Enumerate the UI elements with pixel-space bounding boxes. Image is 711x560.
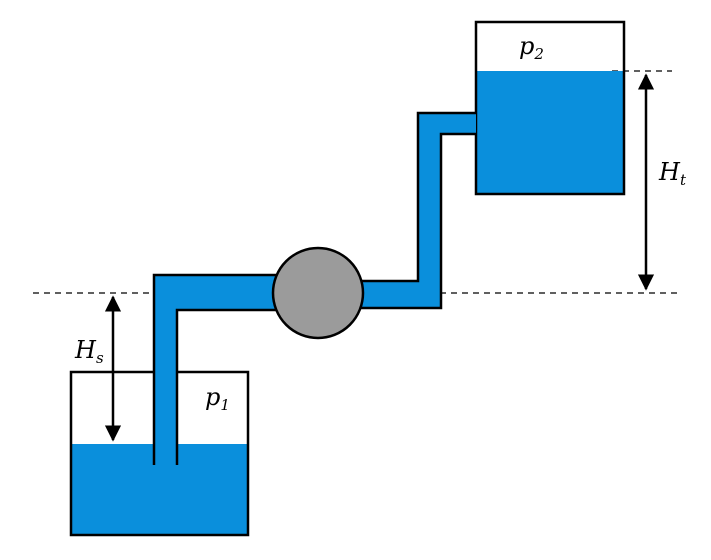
label-hs: Hs <box>74 336 104 367</box>
suction-pipe-outline <box>152 273 285 465</box>
upper-tank <box>474 20 626 196</box>
suction-pipe-fill <box>154 275 285 465</box>
label-p1: p1 <box>205 383 230 414</box>
pump <box>271 246 365 340</box>
label-ht: Ht <box>658 158 687 189</box>
label-p2: p2 <box>519 32 544 63</box>
discharge-pipe-outline <box>355 111 476 310</box>
upper-tank-water <box>476 71 624 194</box>
upper-tank-outline <box>474 20 626 196</box>
discharge-pipe-fill <box>355 113 476 308</box>
